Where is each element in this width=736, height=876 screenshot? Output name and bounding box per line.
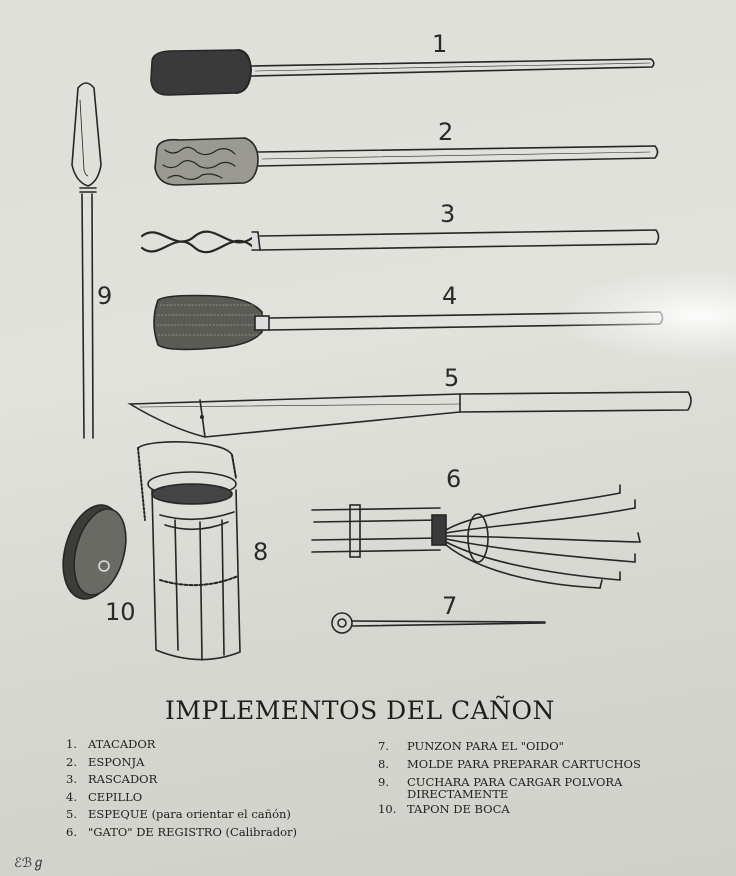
legend-item: 3. RASCADOR	[66, 771, 366, 789]
sponge-drawing	[154, 137, 659, 186]
legend-item: 2. ESPONJA	[66, 754, 366, 772]
calibrator-drawing	[311, 484, 641, 589]
legend-text: ATACADOR	[88, 737, 156, 751]
tampion-drawing	[62, 504, 127, 600]
legend-number: 9.	[378, 775, 389, 789]
label-8: 8	[253, 538, 269, 566]
legend-item: 6. "GATO" DE REGISTRO (Calibrador)	[66, 824, 366, 842]
label-6: 6	[446, 465, 462, 493]
legend-text: TAPON DE BOCA	[407, 801, 510, 816]
legend-text: ESPONJA	[88, 754, 145, 769]
legend-number: 5.	[66, 807, 77, 821]
legend-item: 4. CEPILLO	[66, 789, 366, 807]
label-9: 9	[97, 282, 113, 310]
cartridge-mold-drawing	[137, 441, 241, 661]
label-1: 1	[432, 30, 448, 58]
legend-number: 2.	[66, 754, 77, 769]
legend-item: 5. ESPEQUE (para orientar el cañón)	[66, 806, 366, 824]
legend-number: 4.	[66, 789, 77, 804]
legend-number: 6.	[66, 824, 77, 839]
label-5: 5	[444, 364, 460, 392]
legend-left: 1. ATACADOR 2. ESPONJA 3. RASCADOR 4. CEPILL…	[66, 736, 366, 841]
ladle-drawing	[71, 82, 102, 439]
page-title: IMPLEMENTOS DEL CAÑON	[0, 696, 736, 725]
handspike-drawing	[127, 391, 692, 438]
scraper-drawing	[140, 229, 660, 254]
label-10: 10	[105, 598, 136, 626]
legend-number: 7.	[378, 739, 389, 753]
legend-item: 9. CUCHARA PARA CARGAR POLVORA DIRECTAMEN…	[378, 774, 678, 800]
legend-item: 1. ATACADOR	[66, 736, 366, 754]
legend-text: CUCHARA PARA CARGAR POLVORA DIRECTAMENTE	[407, 775, 623, 801]
legend-item: 8. MOLDE PARA PREPARAR CARTUCHOS	[378, 756, 678, 774]
legend-item: 10. TAPON DE BOCA	[378, 801, 678, 819]
legend-number: 10.	[378, 801, 397, 816]
label-3: 3	[440, 200, 456, 228]
legend-number: 8.	[378, 757, 389, 771]
label-2: 2	[438, 118, 454, 146]
legend-number: 1.	[66, 737, 77, 751]
brush-drawing	[153, 294, 664, 351]
legend-number: 3.	[66, 772, 77, 786]
legend-text: PUNZON PARA EL "OIDO"	[407, 739, 564, 753]
label-4: 4	[442, 282, 458, 310]
title-text: IMPLEMENTOS DEL CAÑON	[165, 696, 555, 725]
rammer-drawing	[150, 49, 655, 96]
pricker-drawing	[331, 612, 546, 634]
legend-text: ESPEQUE (para orientar el cañón)	[88, 807, 291, 821]
label-7: 7	[442, 592, 458, 620]
legend-text: MOLDE PARA PREPARAR CARTUCHOS	[407, 757, 641, 771]
legend-text: "GATO" DE REGISTRO (Calibrador)	[88, 824, 298, 839]
legend-item: 7. PUNZON PARA EL "OIDO"	[378, 738, 678, 756]
legend-right: 7. PUNZON PARA EL "OIDO" 8. MOLDE PARA PRE…	[378, 738, 678, 819]
artist-signature: ℰℬℊ	[14, 856, 46, 871]
legend-text: RASCADOR	[88, 772, 158, 786]
legend-text: CEPILLO	[88, 789, 143, 804]
